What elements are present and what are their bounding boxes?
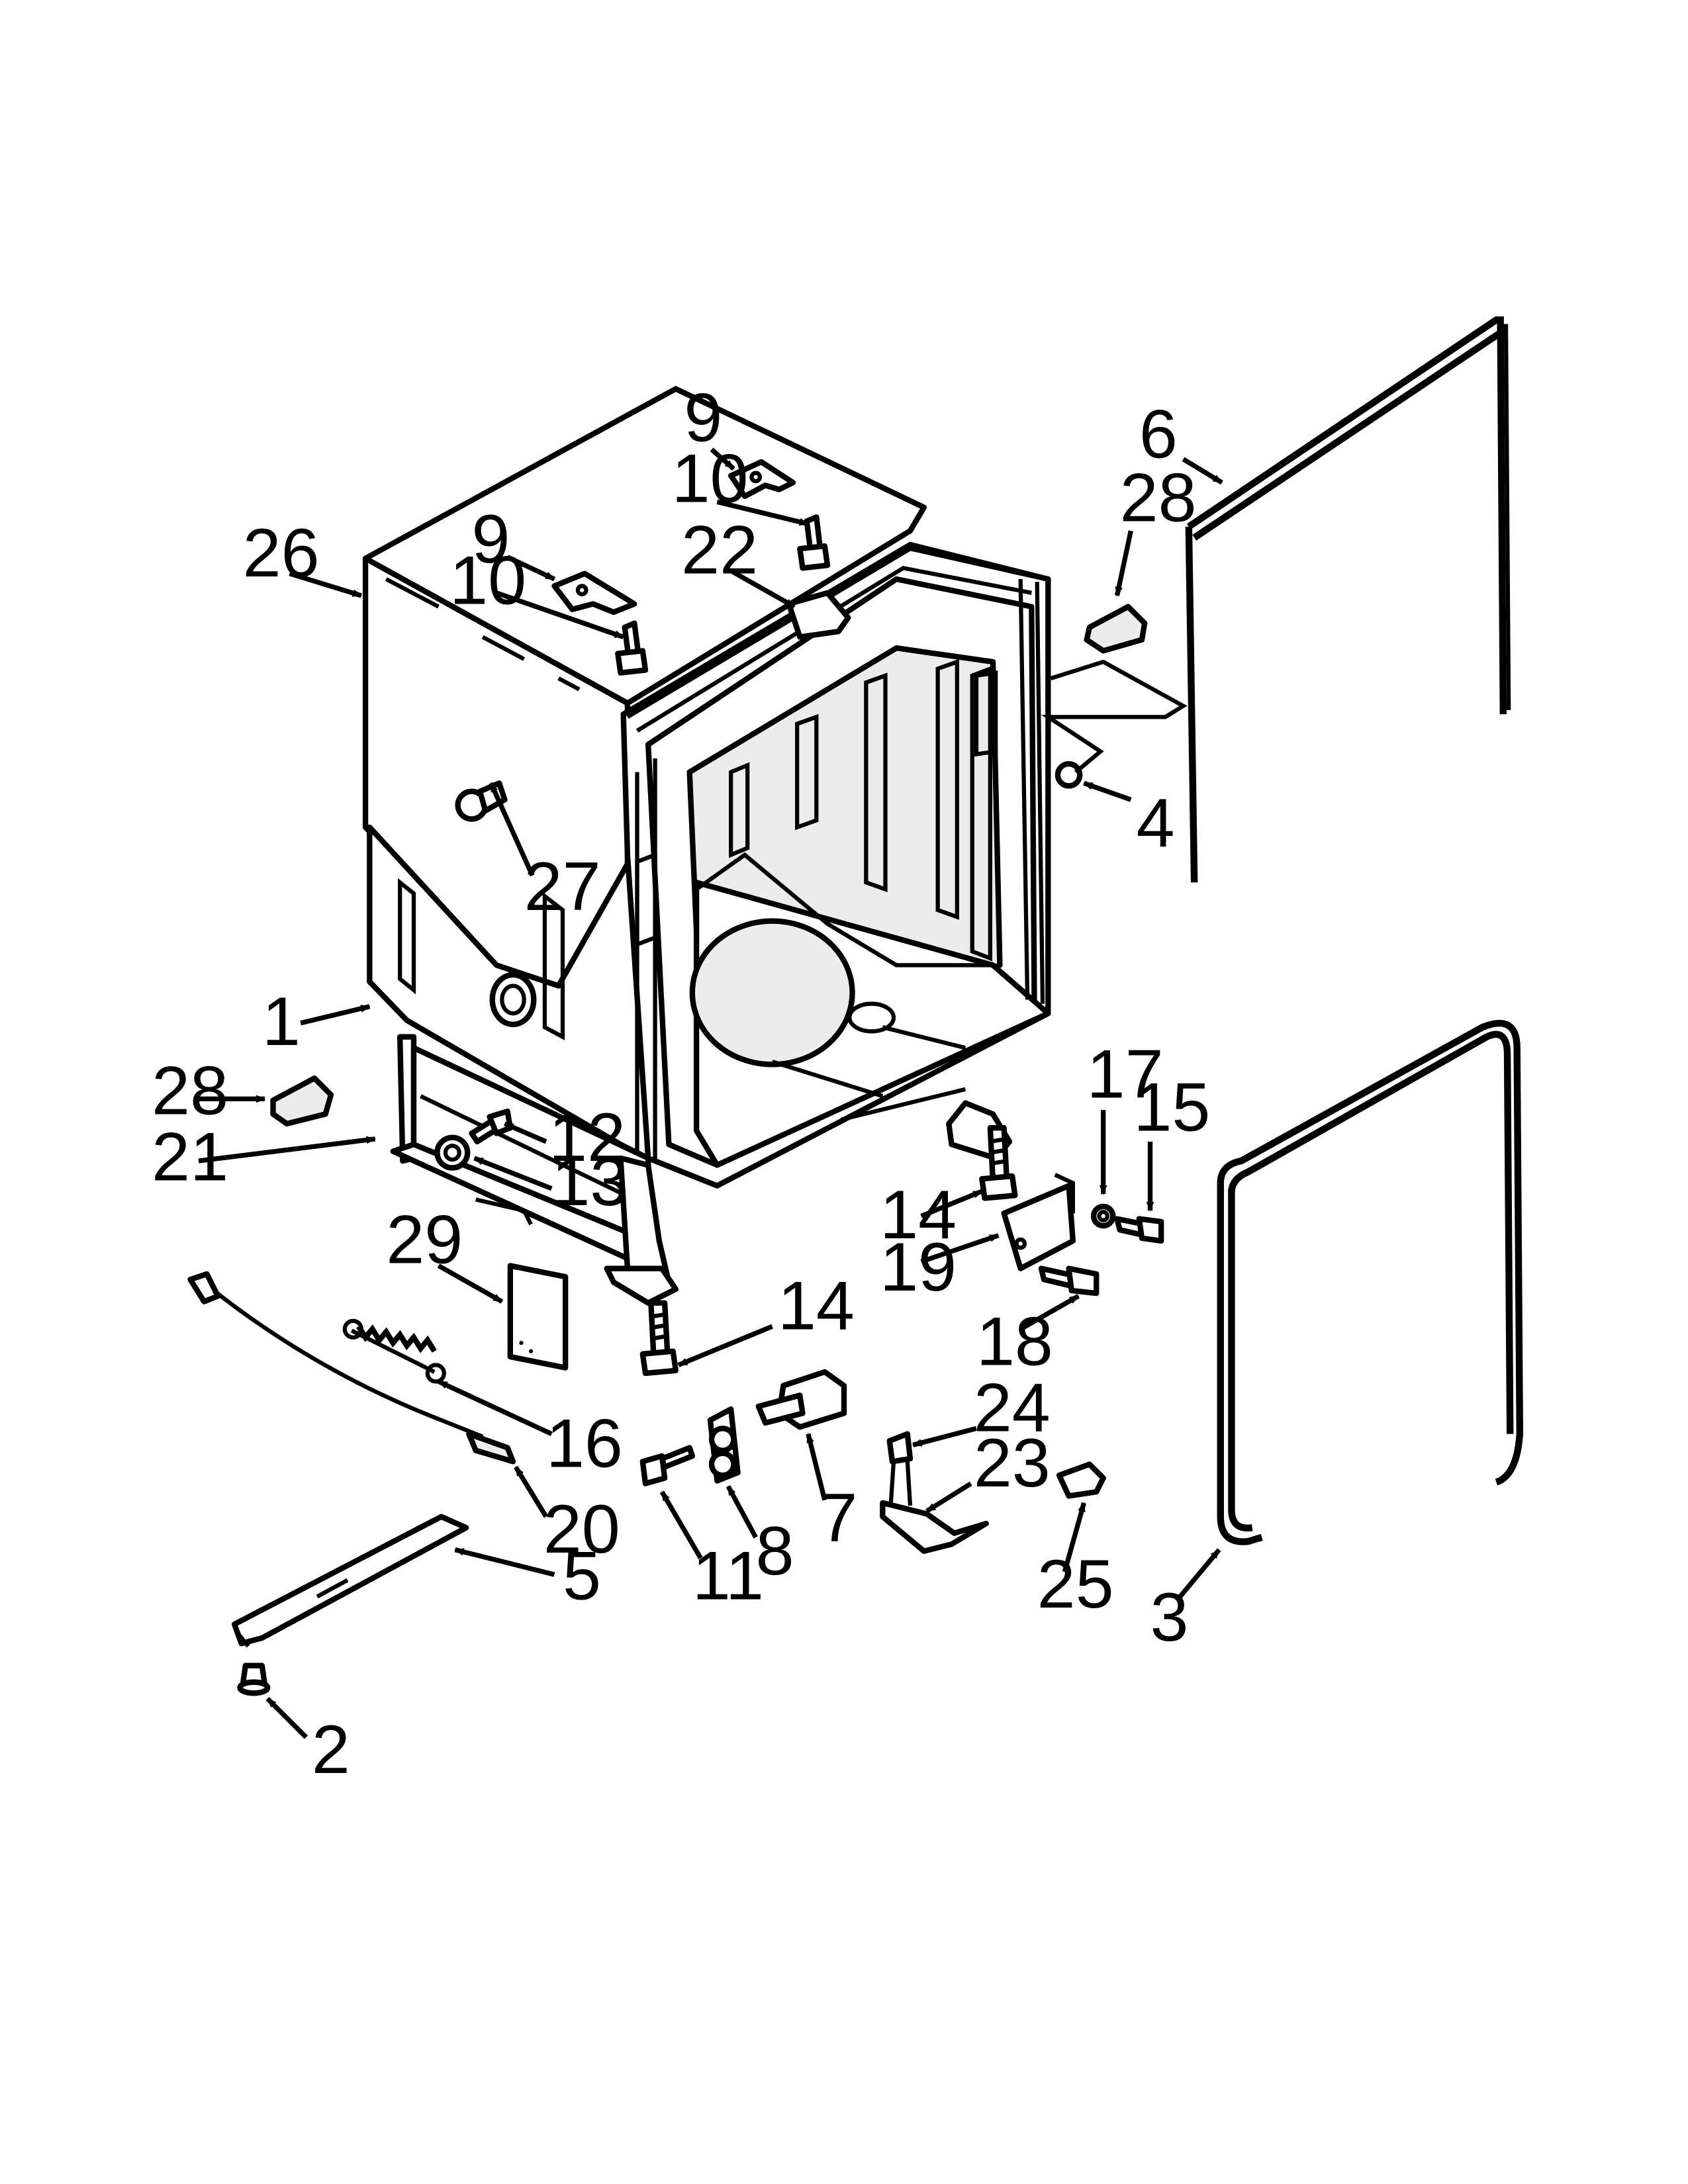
- clip-part-25: [1056, 1461, 1106, 1499]
- top-clip: [1084, 604, 1148, 654]
- tub-assembly: [362, 386, 1051, 1189]
- callout-21: 21: [152, 1118, 228, 1195]
- screw-11: [639, 1445, 696, 1486]
- callout-20: 20: [543, 1491, 620, 1568]
- washer-17: [1090, 1203, 1116, 1229]
- mounting-bracket: [1001, 1173, 1076, 1271]
- leveling-leg-right: [979, 1125, 1018, 1201]
- callout-15: 15: [1134, 1069, 1211, 1146]
- grommet: [434, 1134, 471, 1171]
- callout-16: 16: [546, 1406, 623, 1482]
- roller-part-8: [707, 1406, 741, 1484]
- callout-6: 6: [1139, 396, 1178, 473]
- callout-27: 27: [524, 848, 601, 925]
- callout-28-upper: 28: [1120, 460, 1197, 537]
- callout-19: 19: [880, 1229, 957, 1306]
- vent-clip: [786, 590, 851, 640]
- callout-23: 23: [974, 1425, 1051, 1502]
- callout-14-lower: 14: [778, 1267, 855, 1344]
- base-frame: [390, 1034, 1013, 1306]
- callout-11: 11: [692, 1538, 764, 1615]
- sensor-wire-harness: [187, 1271, 516, 1465]
- bracket-part-23: [880, 1461, 989, 1554]
- callout-28-lower: 28: [152, 1052, 228, 1129]
- tub-plug: [1041, 659, 1188, 789]
- callout-5: 5: [563, 1538, 601, 1615]
- top-gasket: [1185, 316, 1511, 883]
- callout-8: 8: [756, 1513, 794, 1590]
- callout-24: 24: [974, 1370, 1051, 1447]
- wiring-label: [507, 1263, 569, 1371]
- foot-part-2: [237, 1662, 271, 1696]
- callout-26: 26: [243, 515, 320, 592]
- leveling-leg-left: [639, 1300, 679, 1377]
- callout-2: 2: [312, 1711, 350, 1788]
- callout-22: 22: [681, 512, 758, 589]
- callout-25: 25: [1037, 1546, 1114, 1623]
- cam-part-24: [886, 1431, 914, 1465]
- callout-13: 13: [551, 1144, 628, 1220]
- latch-bracket: [755, 1369, 847, 1430]
- callout-labels: 9 10 9 10 26 22 27 28 6 4 1 28 21 12 13 …: [152, 380, 1210, 1789]
- hinge-bracket-upper: [728, 459, 796, 500]
- callout-10-upper: 10: [672, 440, 749, 517]
- screw-18: [1038, 1265, 1100, 1297]
- callout-18: 18: [976, 1304, 1053, 1381]
- hinge-bracket-lower: [551, 570, 637, 615]
- callout-7: 7: [820, 1480, 858, 1557]
- access-panel: [232, 1514, 469, 1648]
- screw-15: [1114, 1216, 1164, 1244]
- side-clip: [270, 1075, 334, 1127]
- door-spring: [342, 1318, 446, 1384]
- callout-9-lower: 9: [472, 501, 510, 578]
- callout-9-upper: 9: [684, 380, 722, 457]
- door-gasket: [1217, 1019, 1524, 1545]
- callout-3: 3: [1150, 1579, 1189, 1656]
- callout-10-lower: 10: [449, 543, 526, 619]
- hinge-screw-upper: [797, 514, 831, 571]
- callout-14-right: 14: [880, 1177, 957, 1253]
- callout-17: 17: [1087, 1036, 1164, 1113]
- callout-1: 1: [262, 983, 301, 1060]
- callout-29: 29: [386, 1201, 463, 1278]
- callout-12: 12: [549, 1099, 626, 1176]
- callout-4: 4: [1137, 785, 1175, 862]
- leader-lines: [198, 447, 1223, 1739]
- hinge-screw-lower: [615, 620, 649, 676]
